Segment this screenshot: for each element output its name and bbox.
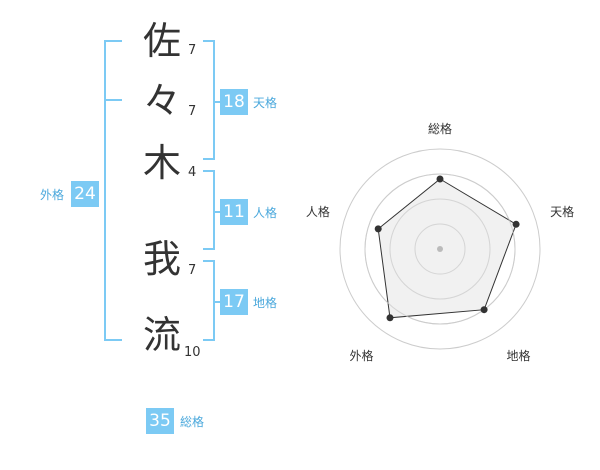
tenkaku-bracket [213, 40, 215, 160]
gaikaku-badge: 24 [71, 181, 99, 207]
stroke-count-3: 4 [188, 165, 197, 180]
gaikaku-bracket-bottom [104, 339, 122, 341]
chikaku-bracket-top [203, 260, 215, 262]
tenkaku-bracket-top [203, 40, 215, 42]
stroke-count-1: 7 [188, 43, 197, 58]
stroke-count-4: 7 [188, 263, 197, 278]
radar-point-4 [386, 314, 394, 322]
radar-axis-label-4: 外格 [349, 348, 373, 363]
chikaku-bracket [213, 260, 215, 341]
gaikaku-label: 外格 [40, 188, 65, 202]
soukaku-label: 総格 [180, 415, 205, 429]
name-char-3: 木 [142, 141, 181, 185]
radar-axis-label-2: 天格 [550, 204, 574, 219]
gaikaku-bracket-top [104, 40, 122, 42]
radar-axis-label-5: 人格 [306, 204, 330, 219]
tenkaku-label: 天格 [253, 96, 278, 110]
tenkaku-bracket-bottom [203, 158, 215, 160]
radar-point-1 [436, 175, 444, 183]
jinkaku-label: 人格 [253, 206, 278, 220]
gaikaku-bracket-tick [104, 99, 122, 101]
radar-ring-overlay-2 [389, 198, 491, 300]
stroke-count-5: 10 [184, 345, 201, 360]
jinkaku-connector [213, 211, 221, 213]
name-char-1: 佐 [142, 19, 181, 63]
radar-series-polygon [377, 178, 517, 319]
chikaku-bracket-bottom [203, 339, 215, 341]
radar-point-5 [374, 225, 382, 233]
jinkaku-badge: 11 [220, 199, 248, 225]
radar-ring-overlay-3 [364, 173, 516, 325]
tenkaku-connector [213, 101, 221, 103]
radar-center-dot [437, 246, 443, 252]
radar-ring-overlay-1 [414, 223, 466, 275]
name-char-4: 我 [142, 237, 181, 281]
radar-point-3 [480, 306, 488, 314]
stroke-count-2: 7 [188, 104, 197, 119]
radar-axis-label-3: 地格 [507, 348, 531, 363]
tenkaku-badge: 18 [220, 89, 248, 115]
soukaku-badge: 35 [146, 408, 174, 434]
name-char-5: 流 [142, 313, 181, 357]
gaikaku-bracket [104, 40, 106, 341]
jinkaku-bracket-top [203, 170, 215, 172]
chikaku-badge: 17 [220, 289, 248, 315]
jinkaku-bracket-bottom [203, 248, 215, 250]
radar-point-2 [512, 220, 520, 228]
chikaku-connector [213, 301, 221, 303]
radar-axis-label-1: 総格 [428, 121, 452, 136]
jinkaku-bracket [213, 170, 215, 250]
name-char-2: 々 [142, 79, 181, 123]
chikaku-label: 地格 [253, 296, 278, 310]
